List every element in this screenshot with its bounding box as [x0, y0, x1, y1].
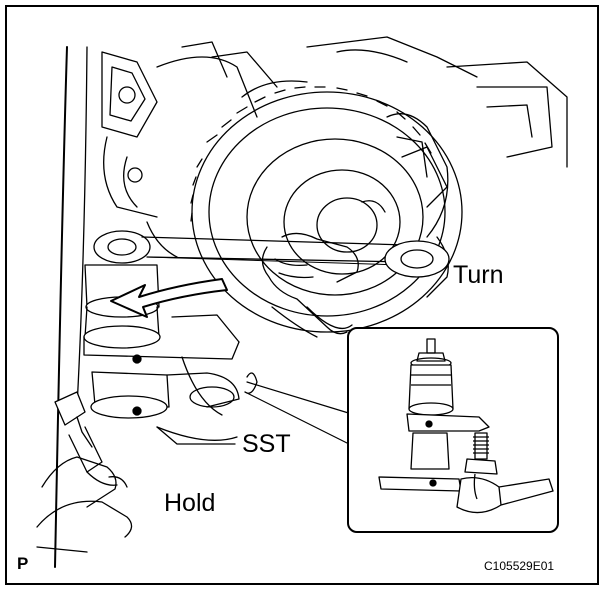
hand-turning	[261, 232, 359, 338]
ball-joint-puller-detail	[378, 338, 554, 514]
sst-label: SST	[242, 430, 291, 458]
detail-inset	[347, 327, 559, 533]
curved-arrow-left	[110, 278, 228, 318]
engine-background	[54, 36, 568, 568]
hand-holding	[36, 391, 133, 553]
turn-label: Turn	[453, 261, 504, 289]
brake-rotor	[190, 86, 463, 333]
figure-code: C105529E01	[484, 559, 555, 573]
hold-label: Hold	[164, 489, 216, 517]
illustration-frame: Turn SST Hold P C105529E01	[5, 5, 599, 585]
inset-leader-lines	[244, 372, 356, 448]
mechanical-illustration	[36, 36, 568, 568]
page-marker: P	[17, 554, 29, 573]
ring-wrench	[93, 230, 450, 278]
sst-leader-line	[156, 426, 236, 445]
